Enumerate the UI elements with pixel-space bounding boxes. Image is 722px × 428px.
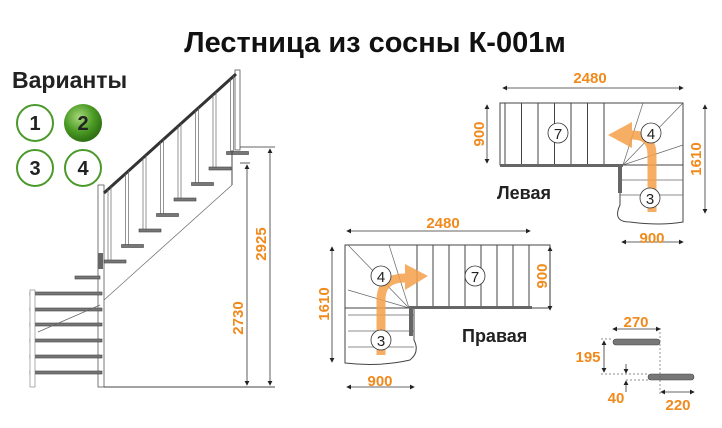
winder-tread <box>29 354 103 359</box>
variants-heading: Варианты <box>12 67 127 93</box>
dim-height-total: 2925 <box>253 227 270 260</box>
variant-3-button[interactable]: 3 <box>16 149 54 187</box>
winder-tread <box>29 307 103 312</box>
winder-tread <box>74 275 101 280</box>
variant-1-button[interactable]: 1 <box>16 104 54 142</box>
left-flight-count-3: 3 <box>646 191 654 208</box>
dim-tread-depth: 270 <box>623 314 648 331</box>
variant-4-button[interactable]: 4 <box>64 149 102 187</box>
left-dim-length: 2480 <box>573 70 606 87</box>
stair-tread <box>208 166 232 171</box>
dim-going: 220 <box>665 397 690 414</box>
page-title: Лестница из сосны К-001м <box>184 27 566 59</box>
right-dim-bottom: 900 <box>367 373 392 390</box>
dim-height-floor: 2730 <box>230 301 247 334</box>
stair-tread <box>156 213 179 217</box>
stair-tread <box>138 228 162 233</box>
winder-tread <box>29 291 103 296</box>
right-dim-length: 2480 <box>426 215 459 232</box>
variant-label: 3 <box>29 158 40 180</box>
dim-riser: 195 <box>575 349 600 366</box>
left-dim-width: 900 <box>471 121 488 146</box>
right-flight-count-7: 7 <box>471 269 479 286</box>
right-plan-label: Правая <box>462 326 527 346</box>
winder-tread <box>29 338 103 343</box>
variant-label: 4 <box>77 158 89 180</box>
stair-tread <box>173 197 197 202</box>
dim-thickness: 40 <box>608 390 625 407</box>
variant-label: 2 <box>77 113 88 135</box>
left-plan-label: Левая <box>497 183 551 203</box>
right-dim-width: 900 <box>534 263 551 288</box>
stair-tread <box>226 151 249 155</box>
stair-tread <box>103 259 127 264</box>
left-plan-drawing <box>484 85 708 245</box>
right-dim-depth: 1610 <box>316 287 333 320</box>
variant-label: 1 <box>29 113 40 135</box>
side-view-drawing <box>29 69 275 388</box>
winder-tread <box>29 322 103 327</box>
stair-tread <box>191 182 214 186</box>
left-dim-bottom: 900 <box>639 230 664 247</box>
tread-detail-drawing <box>601 326 695 395</box>
variant-2-button[interactable]: 2 <box>64 104 102 142</box>
right-flight-count-3: 3 <box>377 333 385 350</box>
left-flight-count-7: 7 <box>554 126 562 143</box>
winder-tread <box>29 370 103 375</box>
stair-tread <box>121 244 144 248</box>
left-flight-count-4: 4 <box>647 126 655 143</box>
left-dim-depth: 1610 <box>688 142 705 175</box>
right-flight-count-4: 4 <box>377 269 385 286</box>
right-plan-drawing <box>329 228 553 390</box>
